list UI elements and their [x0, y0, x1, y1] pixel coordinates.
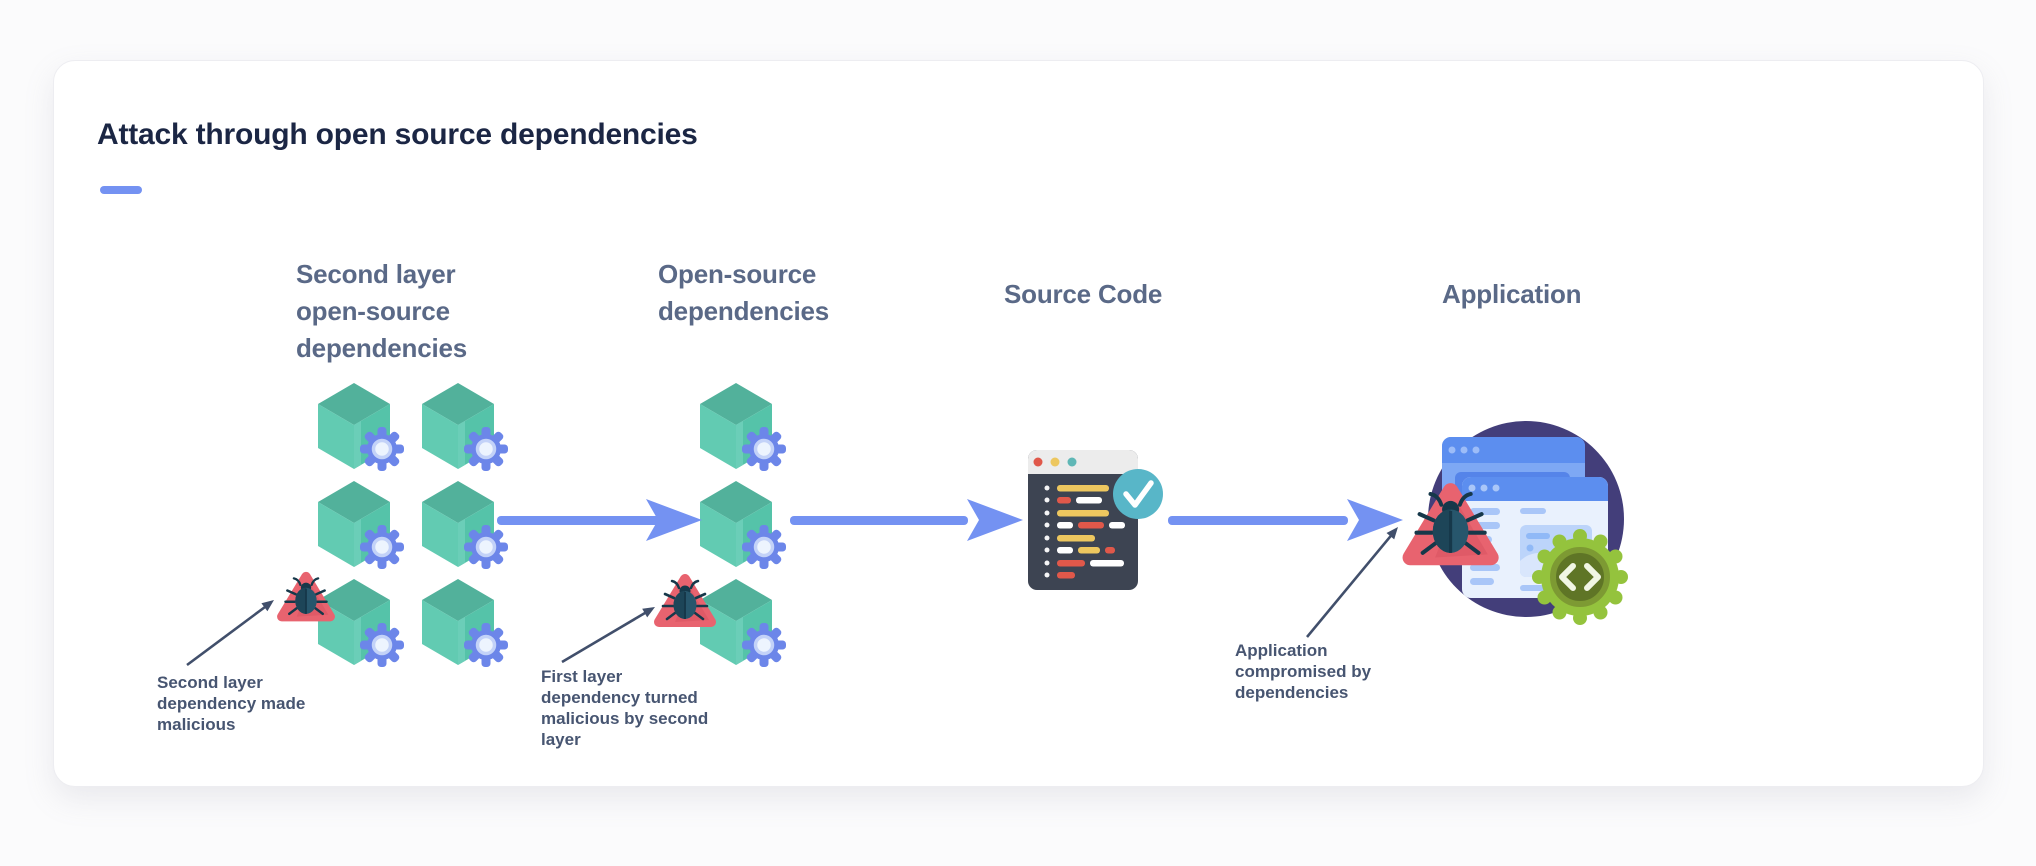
column-header-application: Application: [1442, 279, 1582, 309]
column-header-open-source: Open-source dependencies: [658, 259, 829, 326]
bug-warning-triangle-icon: [276, 570, 336, 626]
annotation-arrow: [1305, 527, 1398, 638]
flow-arrow-head: [1347, 499, 1403, 541]
column-header-source-code: Source Code: [1004, 279, 1163, 309]
flow-arrow-shaft: [790, 516, 968, 525]
flow-arrow-shaft: [497, 516, 660, 525]
cube-gear-icon: [698, 479, 788, 571]
page-title: Attack through open source dependencies: [97, 118, 698, 151]
note-first-layer-malicious: First layer dependency turned malicious …: [541, 667, 709, 749]
code-gear-icon: [1532, 529, 1628, 625]
flow-arrow-head: [646, 499, 702, 541]
code-editor-check-icon: [1028, 450, 1163, 590]
annotation-arrow: [186, 600, 274, 667]
flow-arrow-head: [967, 499, 1023, 541]
cube-gear-icon: [316, 381, 406, 473]
column-header-second-layer: Second layer open-source dependencies: [296, 259, 467, 363]
cube-gear-icon: [420, 577, 510, 669]
cube-gear-icon: [316, 479, 406, 571]
cube-gear-icon: [420, 381, 510, 473]
note-second-layer-malicious: Second layer dependency made malicious: [157, 673, 306, 734]
cube-gear-icon: [420, 479, 510, 571]
cube-gear-icon: [698, 381, 788, 473]
note-app-compromised: Application compromised by dependencies: [1235, 641, 1372, 702]
annotation-arrow: [561, 607, 655, 664]
flow-arrow-shaft: [1168, 516, 1348, 525]
title-accent-bar: [100, 186, 142, 194]
browser-windows-bug-gear-icon: [1395, 421, 1628, 625]
